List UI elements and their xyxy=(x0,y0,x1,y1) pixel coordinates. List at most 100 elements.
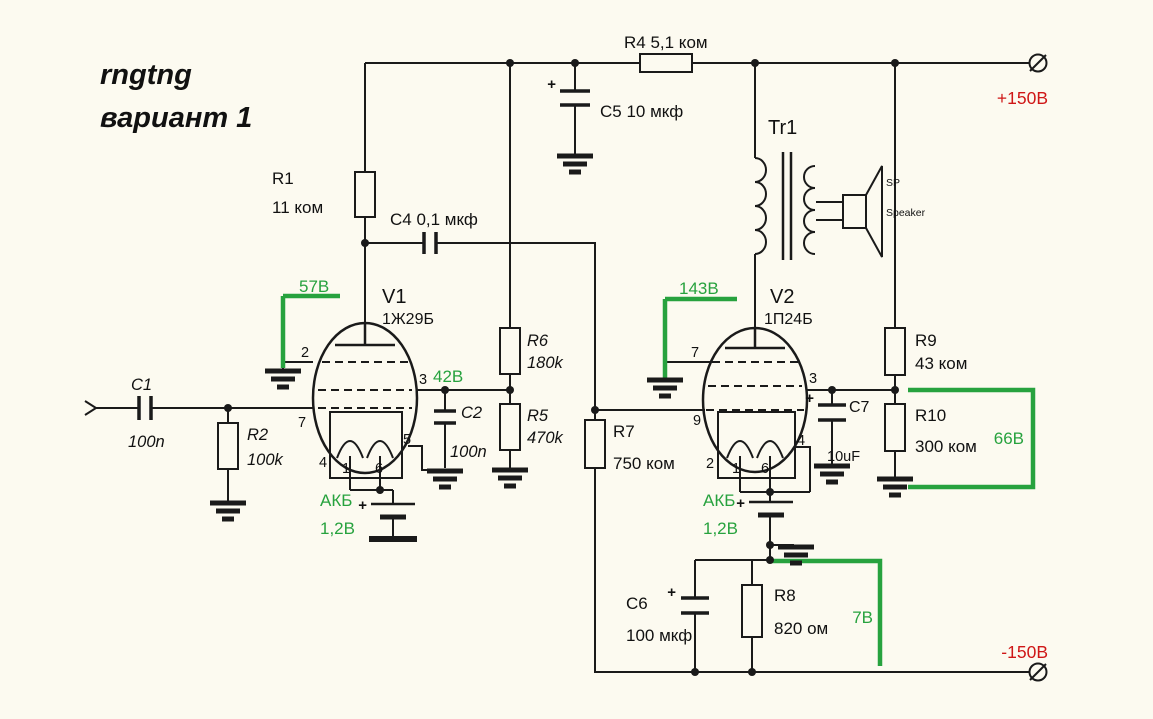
c2-value-label: 100n xyxy=(450,443,487,461)
speaker-abbr-label: SP xyxy=(886,177,900,189)
battery2-plus-sign: + xyxy=(736,495,745,512)
junction-dots xyxy=(224,59,899,676)
r5-value-label: 470k xyxy=(527,429,564,447)
v2-type-label: 1П24Б xyxy=(764,311,813,328)
tube-v1 xyxy=(311,321,419,479)
capacitors xyxy=(137,89,846,615)
r8-value-label: 820 ом xyxy=(774,619,828,638)
c7-ref-label: C7 xyxy=(849,399,870,416)
negative-supply-label: -150В xyxy=(1001,642,1048,662)
v2-pin-7: 7 xyxy=(691,345,699,361)
ground-v1-grid2 xyxy=(265,371,301,387)
transformer-tr1 xyxy=(754,152,816,260)
tr1-secondary-winding xyxy=(803,165,816,255)
ground-c2 xyxy=(427,471,463,487)
v1-grid2-probe-wire xyxy=(280,293,340,368)
v1-pin-2: 2 xyxy=(301,345,309,361)
voltage-annotation-wires xyxy=(280,293,1036,666)
v1-grids xyxy=(318,361,412,409)
positive-supply-label: +150В xyxy=(997,88,1048,108)
battery1-name-label: АКБ xyxy=(320,491,352,510)
speaker-label: Speaker xyxy=(886,207,926,219)
resistor-r9 xyxy=(884,327,906,376)
terminal-positive xyxy=(1028,53,1048,73)
battery2-value-label: 1,2В xyxy=(703,519,738,538)
r4-label: R4 5,1 ком xyxy=(624,33,708,52)
c6-ref-label: C6 xyxy=(626,594,648,613)
v2-pin-6: 6 xyxy=(761,461,769,477)
battery-v2 xyxy=(749,500,793,518)
r10-voltage: 66В xyxy=(994,429,1024,448)
resistor-r1 xyxy=(354,171,376,218)
v1-ref-label: V1 xyxy=(382,286,406,308)
v2-screen-probe-wire xyxy=(662,296,737,378)
resistor-r6 xyxy=(499,327,521,375)
v1-pin-6: 6 xyxy=(375,461,383,477)
c4-label: C4 0,1 мкф xyxy=(390,210,478,229)
resistor-r2 xyxy=(217,422,239,470)
speaker-magnet xyxy=(842,194,867,229)
r10-voltage-bracket xyxy=(908,387,1036,490)
v2-pin-4: 4 xyxy=(797,433,805,449)
r7-ref-label: R7 xyxy=(613,422,635,441)
v2-ref-label: V2 xyxy=(770,286,794,308)
v1-filament xyxy=(336,440,394,459)
r1-ref-label: R1 xyxy=(272,169,294,188)
speaker-symbol xyxy=(842,165,883,258)
r9-value-label: 43 ком xyxy=(915,354,967,373)
schematic-title-line2: вариант 1 xyxy=(100,102,252,134)
input-arrow-icon xyxy=(84,400,98,416)
v2-anode xyxy=(725,328,785,350)
r5-ref-label: R5 xyxy=(527,407,549,425)
v1-base xyxy=(329,411,403,479)
tr1-label: Tr1 xyxy=(768,117,797,139)
v2-pin-3: 3 xyxy=(809,371,817,387)
v2-pin-2: 2 xyxy=(706,456,714,472)
c7-plus-sign: + xyxy=(805,390,814,407)
speaker-cone xyxy=(865,165,883,258)
ground-c7 xyxy=(814,466,850,482)
v2-pin-9: 9 xyxy=(693,413,701,429)
capacitor-c1 xyxy=(137,396,153,420)
ground-r2 xyxy=(210,503,246,519)
v2-screen-voltage: 143В xyxy=(679,279,719,298)
r8-voltage: 7В xyxy=(852,608,873,627)
resistor-r7 xyxy=(584,419,606,469)
tube-v2 xyxy=(701,326,809,479)
resistor-r10 xyxy=(884,403,906,452)
r10-value-label: 300 ком xyxy=(915,437,977,456)
c5-label: C5 10 мкф xyxy=(600,102,683,121)
c2-ref-label: C2 xyxy=(461,404,482,422)
r2-value-label: 100k xyxy=(247,451,284,469)
r10-ref-label: R10 xyxy=(915,406,946,425)
r2-ref-label: R2 xyxy=(247,426,268,444)
v1-pin-1: 1 xyxy=(342,461,350,477)
capacitor-c4 xyxy=(422,232,438,254)
resistor-r4 xyxy=(639,53,693,73)
ground-c5 xyxy=(557,156,593,172)
r6-value-label: 180k xyxy=(527,354,564,372)
c1-value-label: 100n xyxy=(128,433,165,451)
v2-base xyxy=(717,411,796,479)
c6-value-label: 100 мкф xyxy=(626,626,692,645)
v1-pin-7: 7 xyxy=(298,415,306,431)
tr1-primary-winding xyxy=(754,157,767,255)
battery-v1 xyxy=(369,502,417,542)
ground-v2-grid xyxy=(647,380,683,396)
battery2-name-label: АКБ xyxy=(703,491,735,510)
v1-pin-3: 3 xyxy=(419,372,427,388)
circuit-wires xyxy=(95,62,1029,673)
capacitor-c2 xyxy=(434,409,456,425)
resistor-r5 xyxy=(499,403,521,451)
v1-pin-5: 5 xyxy=(403,432,411,448)
tr1-core xyxy=(781,152,793,260)
ground-r10 xyxy=(877,479,913,495)
battery1-plus-sign: + xyxy=(358,497,367,514)
c7-value-label: 10uF xyxy=(827,449,860,465)
v2-filament xyxy=(726,440,784,459)
battery1-value-label: 1,2В xyxy=(320,519,355,538)
capacitor-c6 xyxy=(681,596,709,615)
capacitor-c7 xyxy=(818,403,846,422)
capacitor-c5 xyxy=(560,89,590,107)
